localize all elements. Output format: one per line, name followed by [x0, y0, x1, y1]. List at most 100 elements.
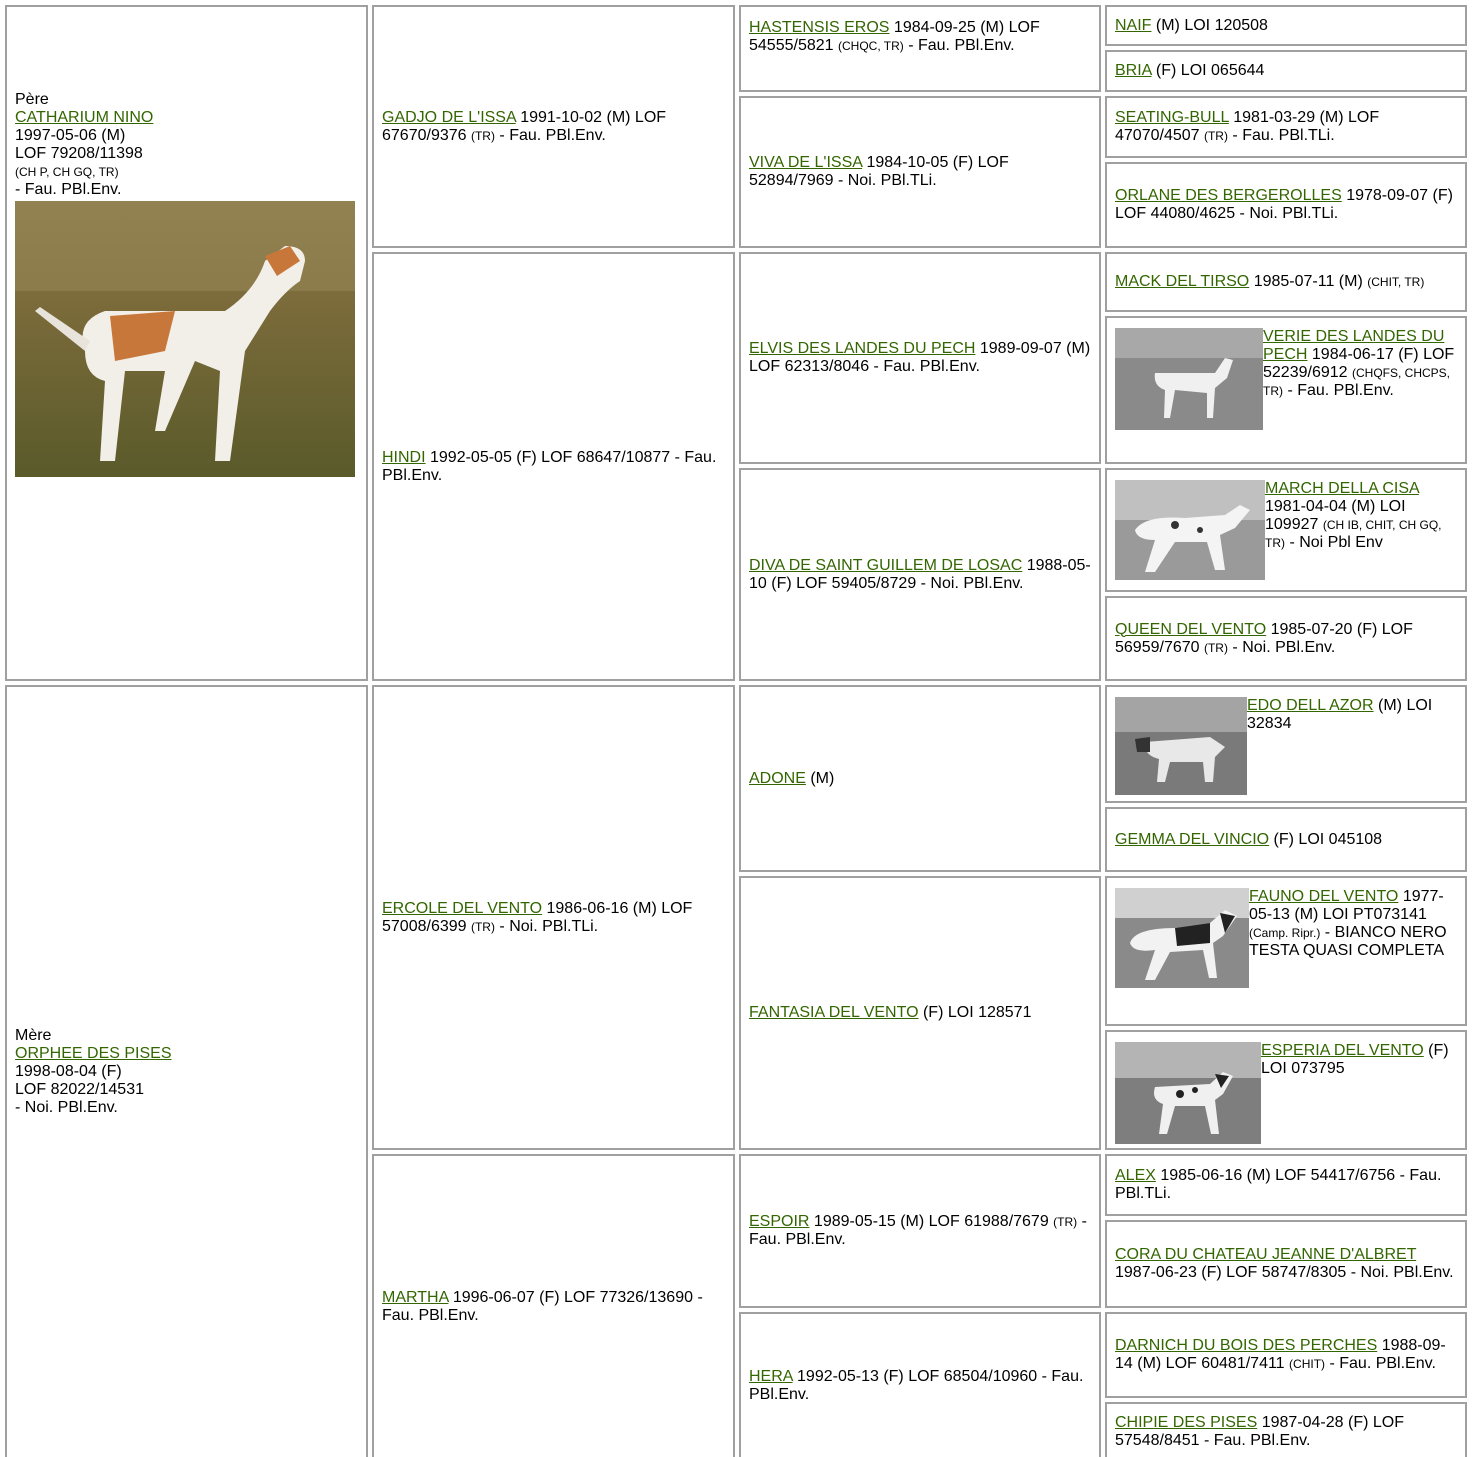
g4-titles: (Camp. Ripr.) — [1249, 926, 1321, 940]
g4-info: 1977-05-13 (M) LOI PT073141 — [1249, 888, 1444, 923]
g4-info-post: - Fau. PBl.TLi. — [1227, 127, 1335, 144]
sire-titles: (CH P, CH GQ, TR) — [15, 165, 119, 179]
g4-cell: MACK DEL TIRSO 1985-07-11 (M) (CHIT, TR) — [1105, 252, 1467, 312]
g4-info-post: - BIANCO NERO TESTA QUASI COMPLETA — [1249, 924, 1447, 959]
dam-role: Mère — [15, 1027, 52, 1044]
g4-info: 1987-04-28 (F) LOF 57548/8451 - Fau. PBl… — [1115, 1414, 1404, 1449]
g3-link[interactable]: ESPOIR — [749, 1213, 810, 1230]
dog-photo — [1115, 888, 1249, 988]
g3-info: 1988-05-10 (F) LOF 59405/8729 - Noi. PBl… — [749, 556, 1091, 592]
g2-info: 1996-06-07 (F) LOF 77326/13690 - Fau. PB… — [382, 1288, 703, 1324]
g4-titles: (TR) — [1203, 640, 1228, 655]
g3-info: 1989-09-07 (M) LOF 62313/8046 - Fau. PBl… — [749, 340, 1091, 375]
g4-link[interactable]: ORLANE DES BERGEROLLES — [1115, 187, 1342, 204]
g4-info-post: - Noi Pbl Env — [1285, 534, 1383, 551]
g3-cell: FANTASIA DEL VENTO (F) LOI 128571 — [739, 876, 1101, 1150]
g3-titles: (TR) — [1053, 1215, 1078, 1229]
g3-link[interactable]: ADONE — [749, 769, 806, 787]
g3-link[interactable]: HASTENSIS EROS — [749, 19, 890, 36]
g4-cell: EDO DELL AZOR (M) LOI 32834 — [1105, 685, 1467, 803]
g4-link[interactable]: QUEEN DEL VENTO — [1115, 620, 1267, 638]
g3-cell: ADONE (M) — [739, 685, 1101, 872]
g4-link[interactable]: SEATING-BULL — [1115, 109, 1229, 126]
sire-date: 1997-05-06 (M) — [15, 127, 126, 144]
g4-info: 1981-04-04 (M) LOI 109927 — [1265, 498, 1406, 533]
g2-link[interactable]: HINDI — [382, 448, 426, 466]
g4-link[interactable]: NAIF — [1115, 16, 1152, 34]
sire-color: - Fau. PBl.Env. — [15, 181, 122, 198]
g4-info: 1985-06-16 (M) LOF 54417/6756 - Fau. PBl… — [1115, 1167, 1442, 1202]
dam-reg: LOF 82022/14531 — [15, 1081, 144, 1098]
g3-cell: ELVIS DES LANDES DU PECH 1989-09-07 (M) … — [739, 252, 1101, 464]
g4-info: (M) LOI 32834 — [1247, 697, 1433, 732]
sire-link[interactable]: CATHARIUM NINO — [15, 109, 154, 126]
g3-link[interactable]: HERA — [749, 1367, 793, 1385]
g3-info: (M) — [805, 769, 835, 787]
g4-info: 1985-07-11 (M) — [1249, 273, 1368, 290]
g4-info: 1981-03-29 (M) LOF 47070/4507 — [1115, 109, 1380, 144]
g4-info: 1978-09-07 (F) LOF 44080/4625 - Noi. PBl… — [1115, 187, 1453, 222]
g4-cell: BRIA (F) LOI 065644 — [1105, 50, 1467, 92]
g3-link[interactable]: DIVA DE SAINT GUILLEM DE LOSAC — [749, 556, 1023, 574]
dam-link[interactable]: ORPHEE DES PISES — [15, 1045, 172, 1062]
g4-cell: DARNICH DU BOIS DES PERCHES 1988-09-14 (… — [1105, 1312, 1467, 1398]
g2-cell: ERCOLE DEL VENTO 1986-06-16 (M) LOF 5700… — [372, 685, 735, 1150]
g2-link[interactable]: MARTHA — [382, 1288, 449, 1306]
sire-role: Père — [15, 91, 49, 108]
g4-link[interactable]: MARCH DELLA CISA — [1265, 480, 1419, 497]
dog-photo — [1115, 1042, 1261, 1144]
g3-link[interactable]: FANTASIA DEL VENTO — [749, 1004, 919, 1021]
g2-titles: (TR) — [470, 128, 495, 143]
g4-cell: MARCH DELLA CISA 1981-04-04 (M) LOI 1099… — [1105, 468, 1467, 592]
g2-link[interactable]: ERCOLE DEL VENTO — [382, 899, 543, 917]
g4-cell: QUEEN DEL VENTO 1985-07-20 (F) LOF 56959… — [1105, 596, 1467, 681]
g2-titles: (TR) — [470, 919, 495, 934]
dog-photo — [1115, 328, 1263, 430]
g2-link[interactable]: GADJO DE L'ISSA — [382, 108, 516, 126]
g4-link[interactable]: VERIE DES LANDES DU PECH — [1263, 328, 1445, 363]
g4-titles: (CHIT) — [1289, 1357, 1326, 1371]
g3-titles: (CHQC, TR) — [837, 39, 904, 53]
g2-cell: HINDI 1992-05-05 (F) LOF 68647/10877 - F… — [372, 252, 735, 681]
g4-info: (F) LOI 073795 — [1261, 1042, 1449, 1077]
g3-info-post: - Fau. PBl.Env. — [749, 1213, 1087, 1248]
g4-info: (F) LOI 045108 — [1269, 830, 1383, 848]
dam-color: - Noi. PBl.Env. — [15, 1099, 118, 1116]
g4-info: 1985-07-20 (F) LOF 56959/7670 — [1115, 620, 1413, 656]
g4-cell: FAUNO DEL VENTO 1977-05-13 (M) LOI PT073… — [1105, 876, 1467, 1026]
g2-info: 1992-05-05 (F) LOF 68647/10877 - Fau. PB… — [382, 448, 717, 484]
g4-info: 1988-09-14 (M) LOF 60481/7411 — [1115, 1337, 1446, 1372]
g4-cell: CHIPIE DES PISES 1987-04-28 (F) LOF 5754… — [1105, 1402, 1467, 1457]
g4-titles: (CHIT, TR) — [1367, 275, 1425, 289]
g3-link[interactable]: VIVA DE L'ISSA — [749, 154, 863, 171]
g4-link[interactable]: GEMMA DEL VINCIO — [1115, 830, 1270, 848]
g3-cell: ESPOIR 1989-05-15 (M) LOF 61988/7679 (TR… — [739, 1154, 1101, 1308]
g3-link[interactable]: ELVIS DES LANDES DU PECH — [749, 340, 976, 357]
g4-info-post: - Noi. PBl.Env. — [1227, 638, 1336, 656]
g4-link[interactable]: CORA DU CHATEAU JEANNE D'ALBRET — [1115, 1246, 1417, 1263]
g4-titles: (CHQFS, CHCPS, TR) — [1263, 366, 1450, 398]
g4-cell: CORA DU CHATEAU JEANNE D'ALBRET 1987-06-… — [1105, 1220, 1467, 1308]
g4-info: (M) LOI 120508 — [1151, 16, 1268, 34]
g4-info: (F) LOI 065644 — [1151, 62, 1265, 79]
g4-link[interactable]: MACK DEL TIRSO — [1115, 273, 1250, 290]
g4-info-post: - Fau. PBl.Env. — [1325, 1355, 1436, 1372]
g4-cell: ESPERIA DEL VENTO (F) LOI 073795 — [1105, 1030, 1467, 1150]
g4-link[interactable]: BRIA — [1115, 62, 1152, 79]
g3-cell: DIVA DE SAINT GUILLEM DE LOSAC 1988-05-1… — [739, 468, 1101, 681]
sire-reg: LOF 79208/11398 — [15, 145, 143, 162]
g4-info: 1987-06-23 (F) LOF 58747/8305 - Noi. PBl… — [1115, 1264, 1454, 1281]
g4-info: 1984-06-17 (F) LOF 52239/6912 — [1263, 346, 1455, 381]
g4-link[interactable]: FAUNO DEL VENTO — [1249, 888, 1399, 905]
g4-link[interactable]: ESPERIA DEL VENTO — [1261, 1042, 1424, 1059]
g4-titles: (CH IB, CHIT, CH GQ, TR) — [1265, 518, 1442, 550]
g4-link[interactable]: ALEX — [1115, 1167, 1156, 1184]
g4-link[interactable]: DARNICH DU BOIS DES PERCHES — [1115, 1337, 1378, 1354]
g3-cell: HERA 1992-05-13 (F) LOF 68504/10960 - Fa… — [739, 1312, 1101, 1457]
g4-link[interactable]: EDO DELL AZOR — [1247, 697, 1374, 714]
g4-link[interactable]: CHIPIE DES PISES — [1115, 1414, 1258, 1431]
g4-cell: VERIE DES LANDES DU PECH 1984-06-17 (F) … — [1105, 316, 1467, 464]
g4-cell: ORLANE DES BERGEROLLES 1978-09-07 (F) LO… — [1105, 162, 1467, 248]
g4-cell: SEATING-BULL 1981-03-29 (M) LOF 47070/45… — [1105, 96, 1467, 158]
g3-info-post: - Fau. PBl.Env. — [903, 37, 1015, 54]
